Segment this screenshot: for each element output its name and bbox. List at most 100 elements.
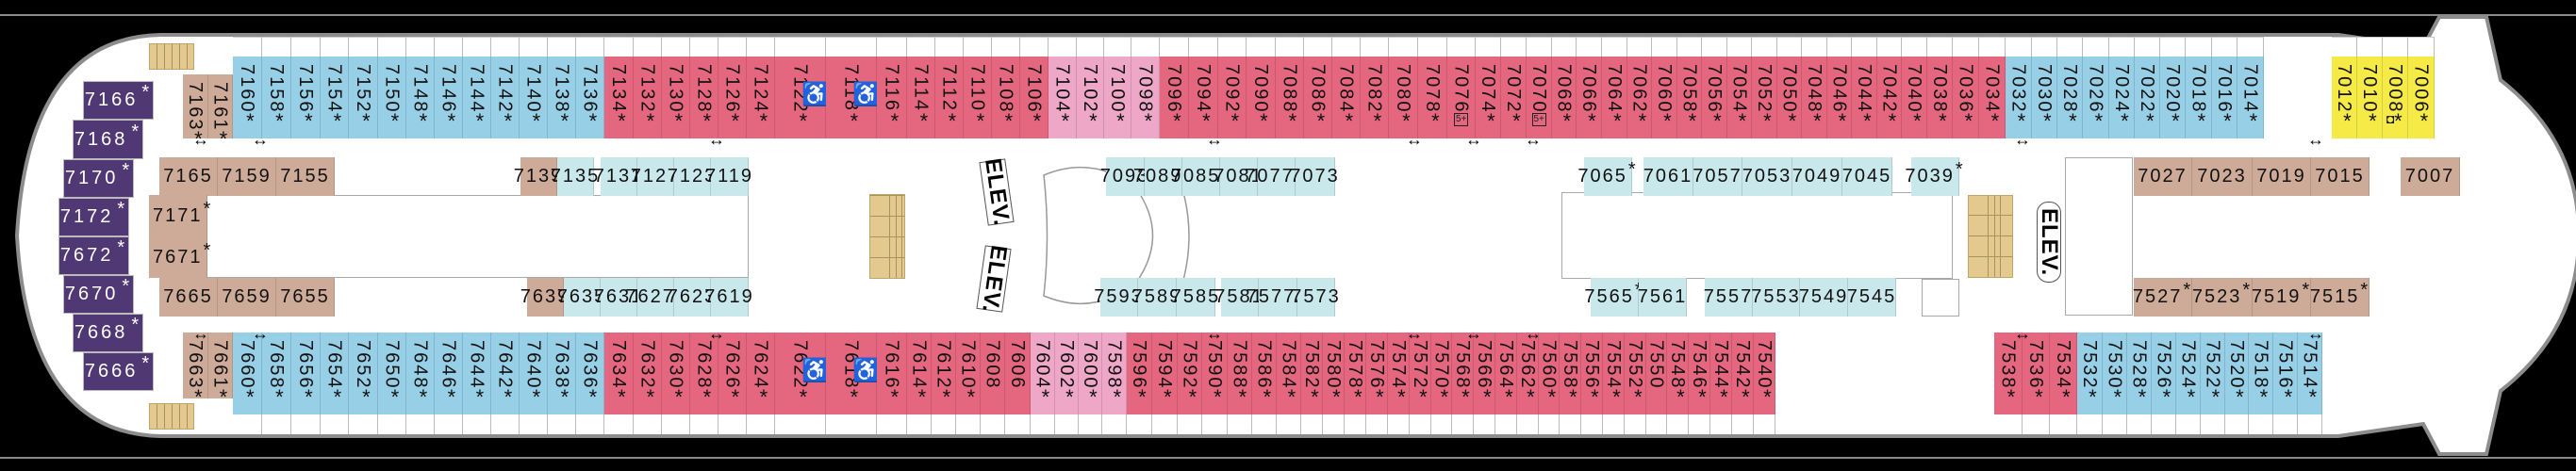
cabin-7635[interactable]: 7635: [557, 278, 604, 317]
cabin-7665[interactable]: 7665: [159, 278, 218, 317]
cabin-7640[interactable]: 7640*: [520, 333, 548, 414]
cabin-7064[interactable]: 7064*: [1602, 57, 1627, 138]
cabin-7522[interactable]: 7522*: [2201, 333, 2225, 414]
cabin-7590[interactable]: 7590*: [1202, 333, 1228, 414]
cabin-7022[interactable]: 7022*: [2135, 57, 2160, 138]
cabin-7616[interactable]: 7616*: [877, 333, 907, 414]
cabin-7078[interactable]: 7078*: [1418, 57, 1447, 138]
cabin-7554[interactable]: 7554*: [1603, 333, 1625, 414]
cabin-7089[interactable]: 7089*: [1133, 157, 1191, 196]
cabin-7560[interactable]: 7560*: [1539, 333, 1560, 414]
cabin-7642[interactable]: 7642*: [491, 333, 520, 414]
cabin-7606[interactable]: 7606: [1005, 333, 1031, 414]
cabin-7532[interactable]: 7532*: [2077, 333, 2103, 414]
cabin-7160[interactable]: 7160*: [233, 57, 262, 138]
cabin-7040[interactable]: 7040*: [1902, 57, 1927, 138]
cabin-7594[interactable]: 7594*: [1152, 333, 1178, 414]
cabin-7096[interactable]: 7096*: [1160, 57, 1189, 138]
cabin-7073[interactable]: 7073: [1290, 157, 1338, 196]
cabin-7650[interactable]: 7650*: [378, 333, 406, 414]
cabin-7580[interactable]: 7580*: [1323, 333, 1345, 414]
cabin-7014[interactable]: 7014*: [2237, 57, 2264, 138]
cabin-7671[interactable]: 7671*: [149, 236, 210, 278]
cabin-7066[interactable]: 7066*: [1577, 57, 1602, 138]
cabin-7007[interactable]: 7007: [2401, 157, 2460, 196]
cabin-7108[interactable]: 7108*: [992, 57, 1020, 138]
cabin-7132[interactable]: 7132*: [634, 57, 662, 138]
cabin-7534[interactable]: 7534*: [2050, 333, 2077, 414]
cabin-7658[interactable]: 7658*: [262, 333, 291, 414]
cabin-7573[interactable]: 7573: [1291, 278, 1339, 317]
cabin-7514[interactable]: 7514*: [2298, 333, 2322, 414]
cabin-7068[interactable]: 7068*: [1552, 57, 1577, 138]
cabin-7536[interactable]: 7536*: [2023, 333, 2050, 414]
cabin-7622[interactable]: 7622*♿: [775, 333, 830, 414]
cabin-7163[interactable]: 7163*: [183, 74, 208, 150]
cabin-7072[interactable]: 7072*: [1501, 57, 1527, 138]
cabin-7119[interactable]: 7119: [705, 157, 751, 196]
cabin-7612[interactable]: 7612*: [932, 333, 956, 414]
cabin-7060[interactable]: 7060*: [1652, 57, 1677, 138]
cabin-7171[interactable]: 7171*: [149, 195, 210, 236]
cabin-7156[interactable]: 7156*: [291, 57, 321, 138]
cabin-7553[interactable]: 7553: [1751, 278, 1800, 317]
cabin-7538[interactable]: 7538*: [1994, 333, 2023, 414]
cabin-7574[interactable]: 7574*: [1388, 333, 1410, 414]
cabin-7106[interactable]: 7106*: [1020, 57, 1049, 138]
cabin-7552[interactable]: 7552*: [1625, 333, 1646, 414]
cabin-7564[interactable]: 7564*: [1495, 333, 1517, 414]
cabin-7065[interactable]: 7065*: [1577, 157, 1636, 196]
cabin-7556[interactable]: 7556*: [1581, 333, 1603, 414]
cabin-7046[interactable]: 7046*: [1827, 57, 1852, 138]
cabin-7027[interactable]: 7027: [2134, 157, 2192, 196]
cabin-7015[interactable]: 7015: [2311, 157, 2370, 196]
cabin-7631[interactable]: 7631: [594, 278, 641, 317]
cabin-7044[interactable]: 7044*: [1852, 57, 1877, 138]
cabin-7578[interactable]: 7578*: [1345, 333, 1366, 414]
cabin-7093[interactable]: 7093: [1100, 157, 1148, 196]
cabin-7090[interactable]: 7090*: [1247, 57, 1276, 138]
cabin-7652[interactable]: 7652*: [349, 333, 378, 414]
cabin-7577[interactable]: 7577Δ: [1247, 278, 1307, 317]
cabin-7039[interactable]: 7039*: [1905, 157, 1963, 196]
cabin-7623[interactable]: 7623: [668, 278, 715, 317]
cabin-7656[interactable]: 7656*: [291, 333, 321, 414]
cabin-7624[interactable]: 7624*: [747, 333, 775, 414]
cabin-7082[interactable]: 7082*: [1361, 57, 1389, 138]
cabin-7023[interactable]: 7023: [2192, 157, 2253, 196]
cabin-7602[interactable]: 7602*: [1055, 333, 1079, 414]
cabin-7586[interactable]: 7586*: [1252, 333, 1277, 414]
cabin-7006[interactable]: 7006*: [2408, 57, 2435, 138]
cabin-7526[interactable]: 7526*: [2152, 333, 2176, 414]
cabin-7550[interactable]: 7550: [1646, 333, 1667, 414]
cabin-7136[interactable]: 7136*: [576, 57, 604, 138]
cabin-7527[interactable]: 7527*: [2133, 278, 2192, 317]
cabin-7660[interactable]: 7660*: [233, 333, 262, 414]
cabin-7524[interactable]: 7524*: [2176, 333, 2201, 414]
cabin-7128[interactable]: 7128*: [690, 57, 718, 138]
cabin-7549[interactable]: 7549: [1799, 278, 1848, 317]
cabin-7515[interactable]: 7515*: [2310, 278, 2370, 317]
cabin-7104[interactable]: 7104*: [1049, 57, 1077, 138]
cabin-7052[interactable]: 7052*: [1752, 57, 1777, 138]
cabin-7016[interactable]: 7016*: [2212, 57, 2237, 138]
cabin-7124[interactable]: 7124*: [747, 57, 775, 138]
cabin-7589[interactable]: 7589: [1132, 278, 1180, 317]
cabin-7638[interactable]: 7638*: [548, 333, 576, 414]
cabin-7088[interactable]: 7088*: [1276, 57, 1304, 138]
cabin-7654[interactable]: 7654*: [321, 333, 349, 414]
suite-7670[interactable]: 7670*: [63, 275, 134, 314]
cabin-7140[interactable]: 7140*: [520, 57, 548, 138]
cabin-7080[interactable]: 7080*: [1389, 57, 1418, 138]
suite-7668[interactable]: 7668*: [73, 314, 143, 352]
cabin-7568[interactable]: 7568*: [1452, 333, 1474, 414]
cabin-7558[interactable]: 7558*: [1560, 333, 1581, 414]
cabin-7139[interactable]: 7139: [514, 157, 561, 196]
cabin-7523[interactable]: 7523*: [2192, 278, 2253, 317]
cabin-7098[interactable]: 7098*: [1131, 57, 1160, 138]
cabin-7045[interactable]: 7045: [1842, 157, 1892, 196]
cabin-7565[interactable]: 7565*: [1584, 278, 1643, 317]
cabin-7659[interactable]: 7659: [218, 278, 276, 317]
cabin-7528[interactable]: 7528*: [2127, 333, 2152, 414]
